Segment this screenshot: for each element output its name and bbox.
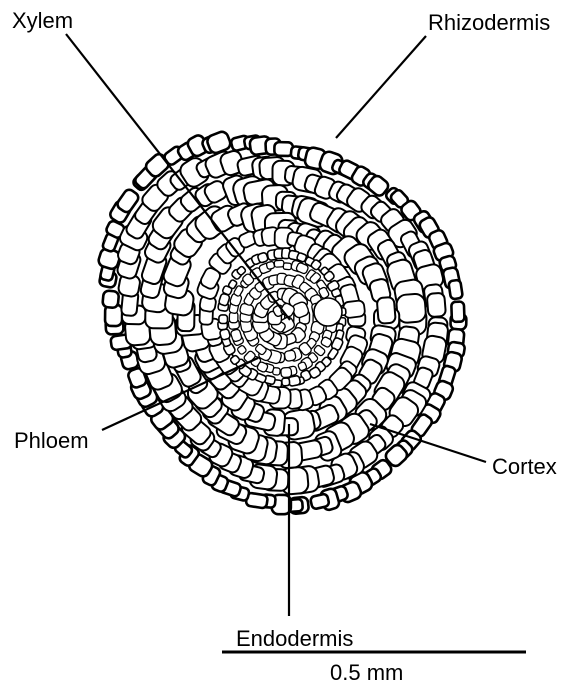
endodermis-label: Endodermis	[236, 628, 353, 650]
phloem-cell	[237, 345, 247, 355]
phloem-cell	[266, 261, 275, 269]
cortex-cell	[396, 293, 427, 323]
phloem-label: Phloem	[14, 430, 89, 452]
cortex-label: Cortex	[492, 456, 557, 478]
rhizodermis-cell	[310, 493, 330, 509]
scale-bar-label: 0.5 mm	[330, 662, 403, 684]
xylem-cell	[284, 350, 296, 362]
rhizodermis-cell	[102, 290, 119, 308]
root-cells	[97, 130, 466, 514]
phloem-cell	[281, 367, 292, 377]
rhizodermis-cell	[448, 280, 463, 300]
rhizodermis-leader	[336, 36, 426, 138]
cortex-cell	[377, 297, 396, 324]
cortex-cell	[427, 293, 446, 318]
phloem-cell	[274, 260, 284, 267]
endodermis-cell	[219, 315, 228, 324]
phloem-cell	[283, 263, 291, 270]
rhizodermis-cell	[451, 301, 464, 322]
phloem-cell	[230, 329, 242, 342]
xylem-vessel	[314, 298, 342, 326]
endodermis-cell	[282, 378, 290, 386]
rhizodermis-label: Rhizodermis	[428, 12, 550, 34]
xylem-label: Xylem	[12, 10, 73, 32]
